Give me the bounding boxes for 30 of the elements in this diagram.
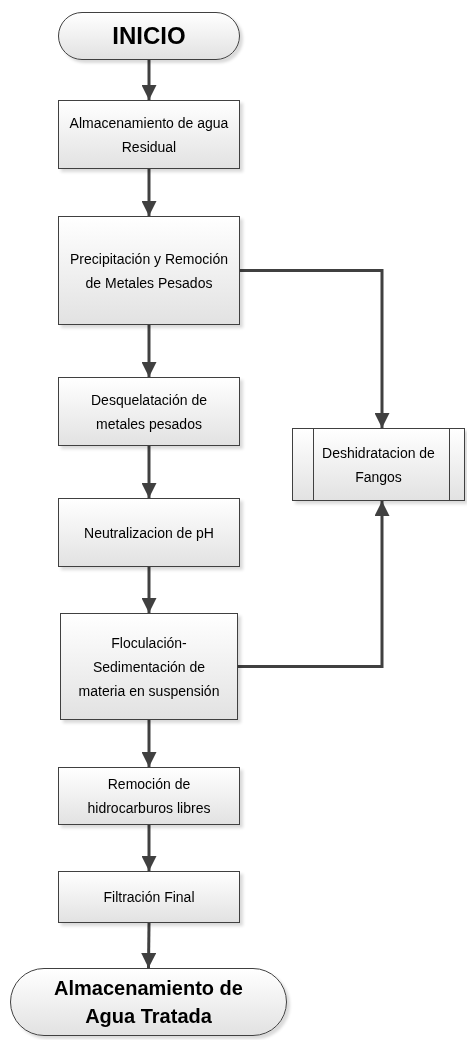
process-box (58, 871, 240, 923)
terminal-label: INICIO (112, 22, 186, 50)
arrow (141, 325, 157, 377)
arrow (141, 720, 157, 767)
step-label: Floculación- Sedimentación de materia en suspensión (77, 633, 221, 701)
arrow (141, 567, 157, 613)
terminal-pill (10, 968, 287, 1036)
arrow (240, 269, 390, 428)
arrow (141, 923, 157, 968)
arrow (141, 60, 157, 100)
arrow (141, 825, 157, 871)
process-box (58, 377, 240, 446)
step-label: Desquelatación de metales pesados (90, 390, 208, 434)
step-label: Neutralizacion de pH (84, 523, 214, 543)
process-box (58, 498, 240, 567)
terminal-label: Almacenamiento de Agua Tratada (53, 976, 244, 1029)
step-label: Filtración Final (103, 888, 195, 907)
arrow (141, 446, 157, 498)
process-box (58, 767, 240, 825)
subprocess-box (292, 428, 465, 501)
process-box (58, 100, 240, 169)
arrow (141, 169, 157, 216)
step-label: Remoción de hidrocarburos libres (86, 775, 212, 818)
step-label: Almacenamiento de agua Residual (68, 113, 230, 157)
step-label: Precipitación y Remoción de Metales Pesados (69, 249, 229, 293)
arrow (238, 501, 390, 668)
terminal-pill (58, 12, 240, 60)
process-box (60, 613, 238, 720)
step-label: Deshidratacion de Fangos (321, 443, 436, 487)
process-box (58, 216, 240, 325)
